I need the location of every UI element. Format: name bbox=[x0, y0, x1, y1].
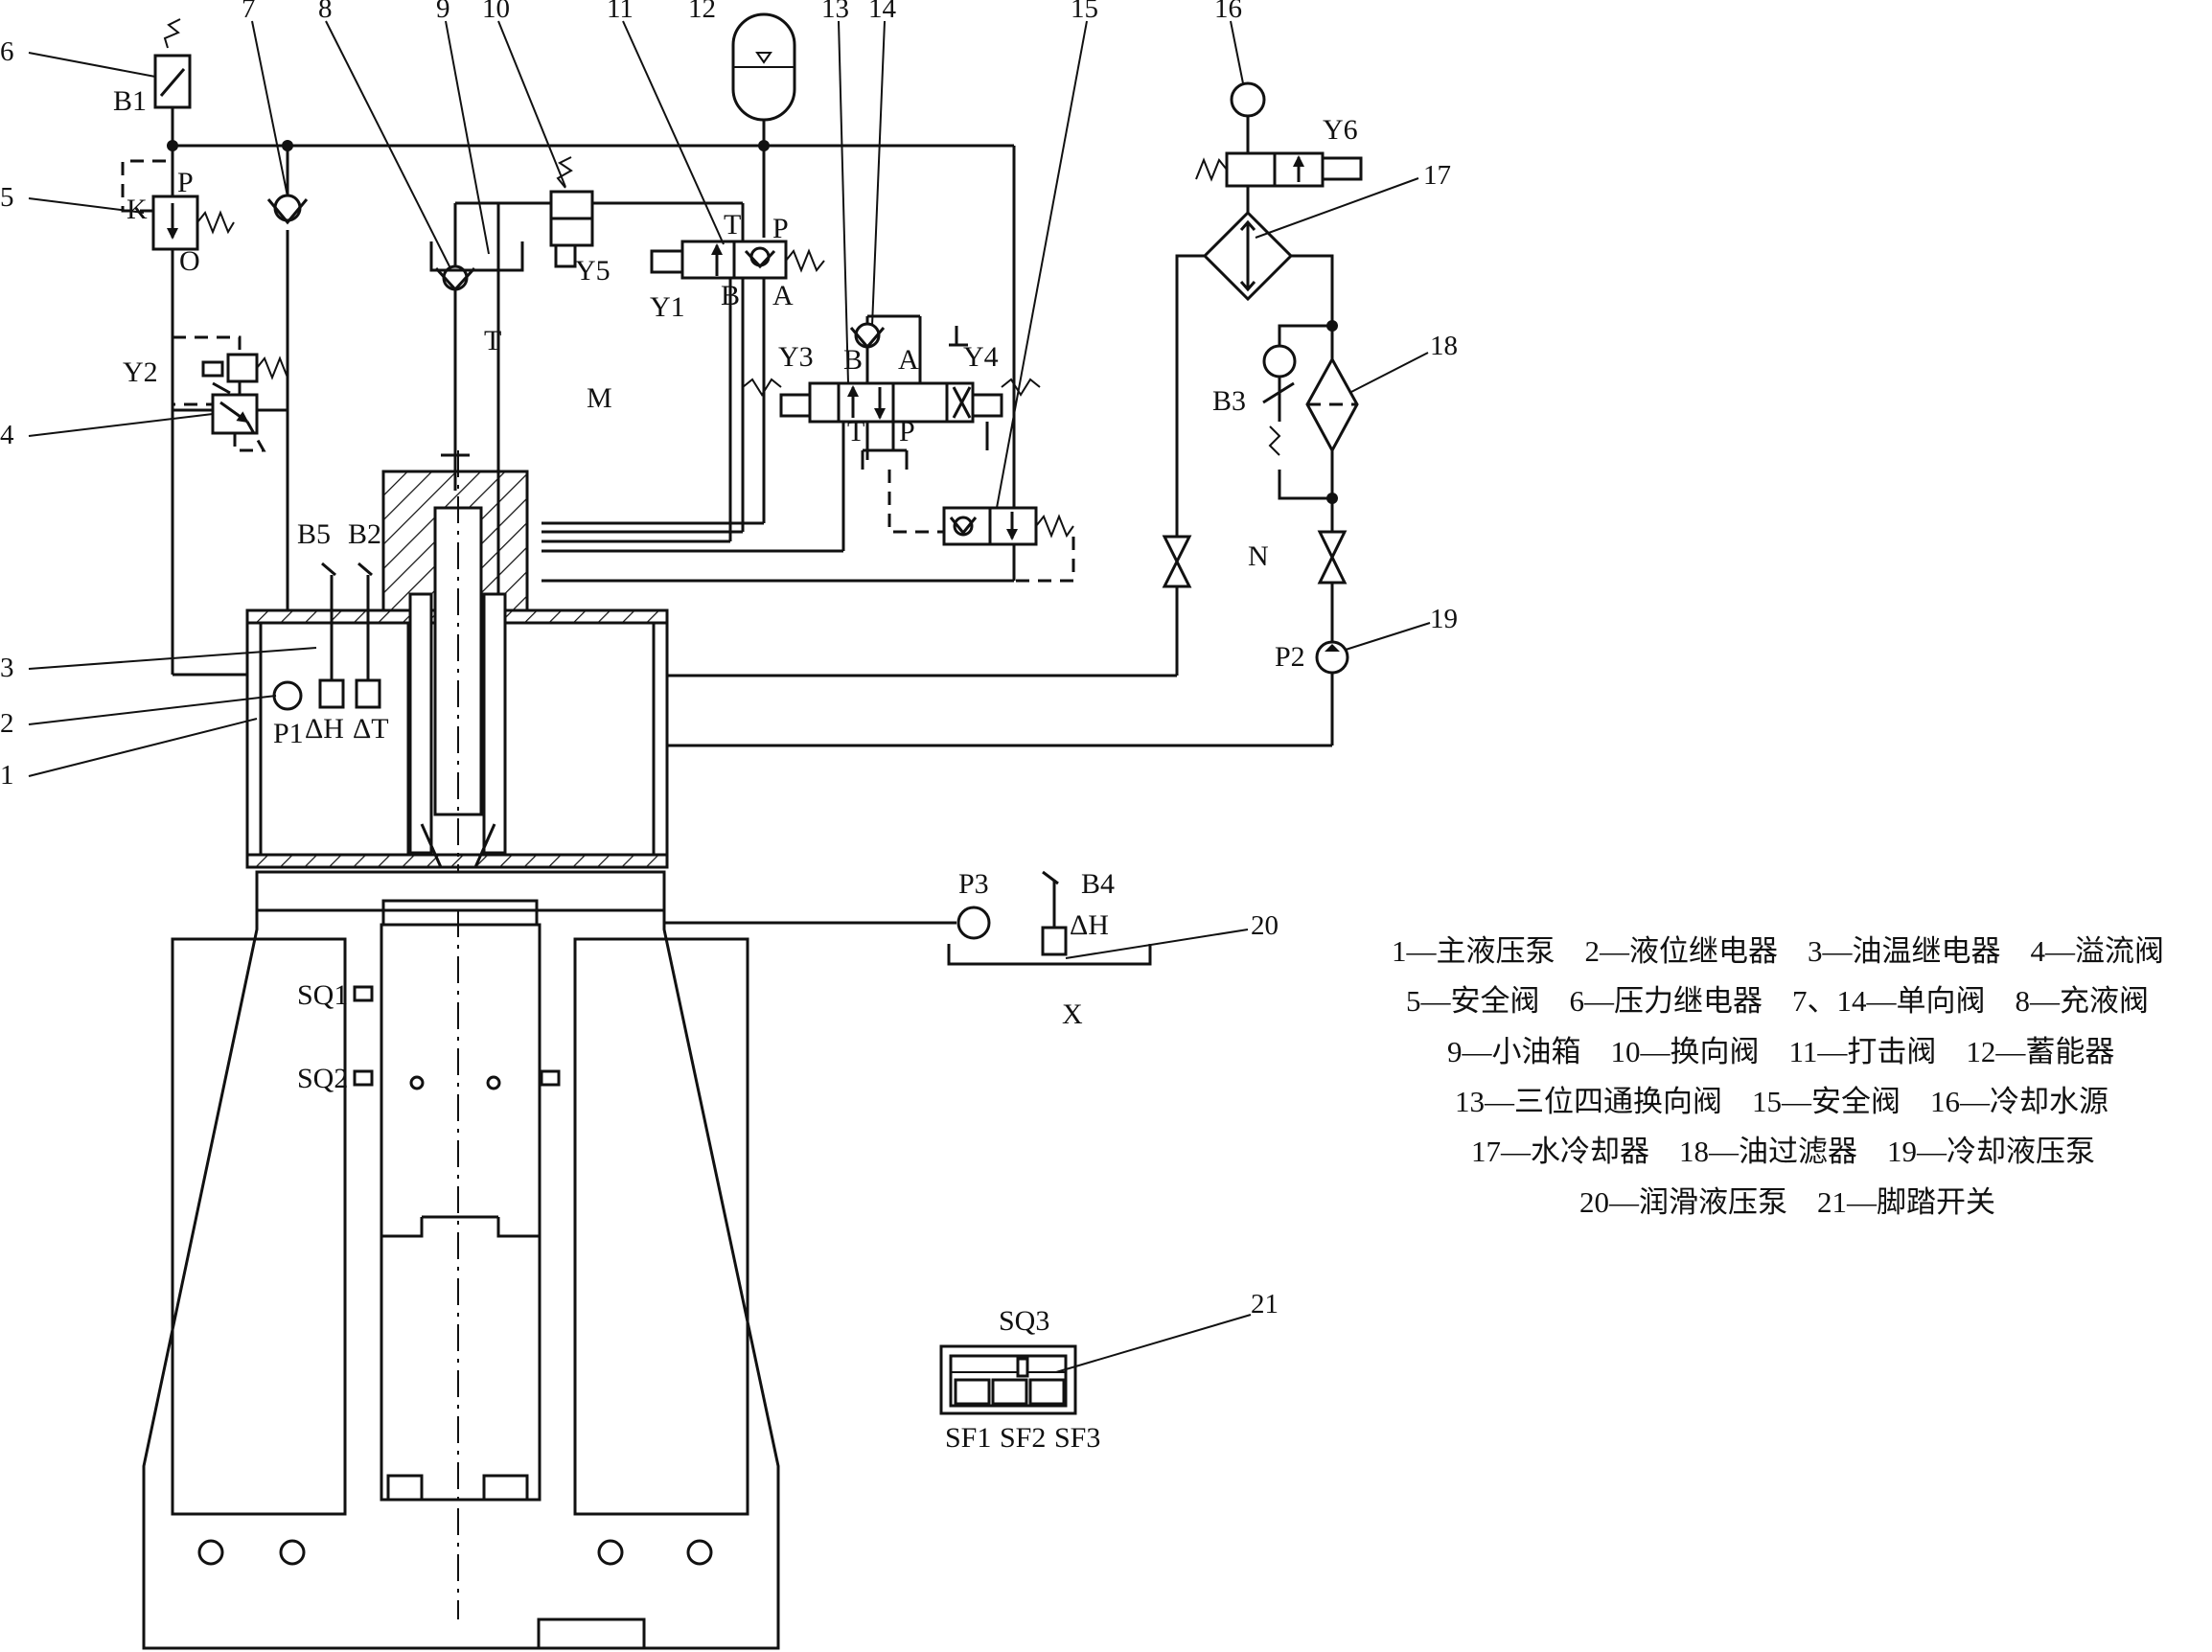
label-y4: Y4 bbox=[963, 341, 999, 373]
pressure-relay-b1 bbox=[153, 18, 192, 109]
label-sq3: SQ3 bbox=[999, 1305, 1049, 1337]
callout-11: 11 bbox=[607, 0, 634, 24]
label-o: O bbox=[179, 245, 200, 277]
callout-15: 15 bbox=[1071, 0, 1098, 24]
legend-line-6: 20—润滑液压泵 21—脚踏开关 bbox=[1579, 1185, 1995, 1219]
legend-line-4: 13—三位四通换向阀 15—安全阀 16—冷却水源 bbox=[1455, 1085, 2108, 1118]
label-b-13: B bbox=[843, 344, 863, 376]
strike-valve-11 bbox=[541, 240, 825, 543]
label-p-11: P bbox=[772, 213, 789, 244]
label-t-13: T bbox=[847, 416, 864, 447]
callout-9: 9 bbox=[436, 0, 450, 24]
callout-2: 2 bbox=[0, 708, 14, 739]
label-y6: Y6 bbox=[1323, 114, 1358, 146]
label-x: X bbox=[1062, 998, 1083, 1030]
legend: 1—主液压泵 2—液位继电器 3—油温继电器 4—溢流阀 5—安全阀 6—压力继… bbox=[1392, 934, 2164, 1219]
callout-1: 1 bbox=[0, 760, 14, 791]
accumulator-12 bbox=[731, 12, 796, 122]
relief-valve-4 bbox=[171, 335, 288, 452]
label-y2: Y2 bbox=[123, 356, 158, 388]
label-p3: P3 bbox=[958, 868, 989, 900]
label-p1: P1 bbox=[273, 718, 304, 749]
callout-4: 4 bbox=[0, 420, 14, 450]
foot-switch-21 bbox=[939, 1344, 1077, 1415]
callout-20: 20 bbox=[1251, 910, 1279, 941]
label-sq2: SQ2 bbox=[297, 1063, 348, 1094]
label-a-13: A bbox=[898, 344, 919, 376]
callout-19: 19 bbox=[1430, 604, 1458, 634]
label-dh-2: ΔH bbox=[305, 713, 344, 745]
label-p-13: P bbox=[899, 416, 915, 447]
label-b5: B5 bbox=[297, 518, 331, 550]
label-sf2: SF2 bbox=[1000, 1422, 1046, 1454]
label-y3: Y3 bbox=[778, 341, 814, 373]
callout-21: 21 bbox=[1251, 1289, 1279, 1319]
label-b2: B2 bbox=[348, 518, 381, 550]
label-sf3: SF3 bbox=[1054, 1422, 1100, 1454]
label-n: N bbox=[1248, 540, 1269, 572]
filling-valve-8 bbox=[434, 254, 476, 457]
label-k: K bbox=[127, 194, 148, 225]
lubrication-pump-20 bbox=[664, 870, 1152, 966]
label-sf1: SF1 bbox=[945, 1422, 991, 1454]
callout-5: 5 bbox=[0, 182, 14, 213]
main-circuit-lines bbox=[167, 107, 1016, 682]
press-body bbox=[245, 450, 1332, 1619]
callout-leaders bbox=[28, 20, 1431, 1373]
legend-line-2: 5—安全阀 6—压力继电器 7、14—单向阀 8—充液阀 bbox=[1406, 984, 2149, 1018]
label-dt: ΔT bbox=[353, 713, 389, 745]
safety-valve-5 bbox=[121, 159, 235, 251]
label-b4: B4 bbox=[1081, 868, 1115, 900]
label-p2: P2 bbox=[1275, 641, 1305, 673]
callout-13: 13 bbox=[821, 0, 849, 24]
callout-16: 16 bbox=[1214, 0, 1242, 24]
label-t-11: T bbox=[724, 209, 741, 241]
label-dh-20: ΔH bbox=[1070, 909, 1109, 941]
callout-12: 12 bbox=[688, 0, 716, 24]
callout-17: 17 bbox=[1423, 160, 1451, 191]
press-frame bbox=[142, 870, 780, 1650]
label-t-tank: T bbox=[484, 325, 501, 356]
label-y1: Y1 bbox=[650, 291, 685, 323]
callout-6: 6 bbox=[0, 36, 14, 67]
callout-7: 7 bbox=[242, 0, 256, 24]
callout-8: 8 bbox=[318, 0, 333, 24]
label-y5: Y5 bbox=[575, 255, 611, 287]
label-p-top: P bbox=[177, 167, 194, 198]
cooling-circuit bbox=[1162, 81, 1363, 746]
label-b3: B3 bbox=[1212, 385, 1246, 417]
legend-line-1: 1—主液压泵 2—液位继电器 3—油温继电器 4—溢流阀 bbox=[1392, 934, 2164, 968]
legend-line-3: 9—小油箱 10—换向阀 11—打击阀 12—蓄能器 bbox=[1447, 1035, 2114, 1068]
component-labels: B1 P K O Y2 T Y5 Y1 T P B A M Y3 B A Y4 … bbox=[113, 85, 1358, 1454]
label-b-11: B bbox=[721, 280, 740, 311]
safety-valve-15 bbox=[887, 470, 1075, 583]
four-way-valve-13 bbox=[742, 322, 1041, 424]
check-valve-7 bbox=[266, 194, 309, 225]
legend-line-5: 17—水冷却器 18—油过滤器 19—冷却液压泵 bbox=[1471, 1135, 2095, 1168]
callout-numbers: 1 2 3 4 5 6 7 8 9 10 11 12 13 14 15 16 1… bbox=[0, 0, 1458, 1319]
label-a-11: A bbox=[772, 280, 794, 311]
callout-18: 18 bbox=[1430, 331, 1458, 361]
callout-14: 14 bbox=[868, 0, 897, 24]
direction-valve-10 bbox=[549, 156, 594, 268]
label-b1: B1 bbox=[113, 85, 147, 117]
callout-10: 10 bbox=[482, 0, 510, 24]
label-m: M bbox=[587, 382, 612, 414]
callout-3: 3 bbox=[0, 653, 14, 683]
label-sq1: SQ1 bbox=[297, 979, 348, 1011]
